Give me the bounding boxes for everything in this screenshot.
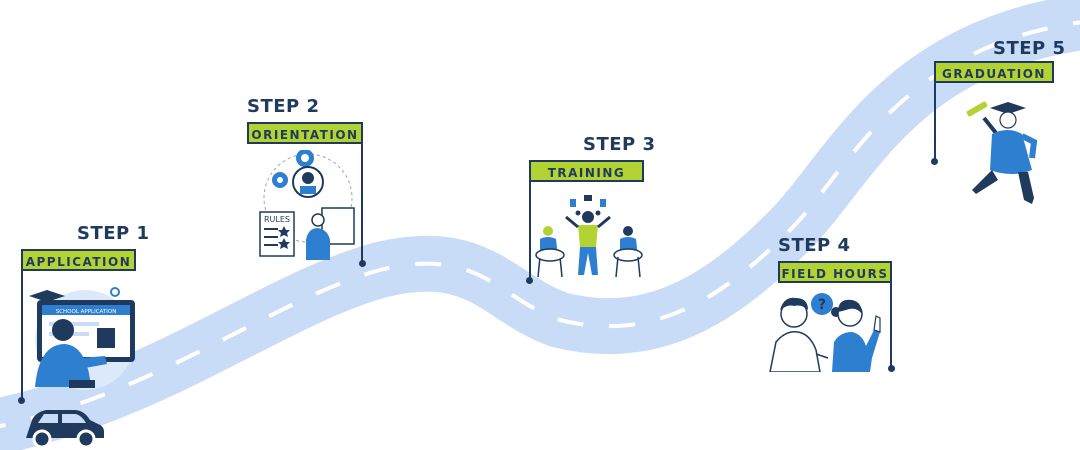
step-2-pole (361, 122, 363, 264)
step-5-pole (934, 61, 936, 161)
step-4-marker (888, 365, 895, 372)
conversation-icon: ? (769, 293, 881, 372)
step-4-pole (890, 261, 892, 368)
step-3-label: TRAINING (529, 160, 644, 182)
car-icon (26, 410, 104, 448)
question-mark: ? (818, 297, 826, 313)
step-3-title: STEP 3 (583, 134, 656, 155)
step-2-title: STEP 2 (247, 96, 320, 117)
step-3-marker (526, 277, 533, 284)
laptop-application-icon: SCHOOL APPLICATION (29, 287, 135, 390)
training-group-icon (535, 195, 643, 278)
step-4-title: STEP 4 (778, 235, 851, 256)
step-2-label: ORIENTATION (247, 122, 363, 144)
graduate-jumping-icon (966, 101, 1038, 204)
step-2-marker (359, 260, 366, 267)
road-lane-marking (0, 20, 1080, 429)
step-5-label: GRADUATION (934, 61, 1054, 83)
rules-gears-icon: RULES (259, 150, 355, 260)
step-4-label: FIELD HOURS (778, 261, 892, 283)
step-1-title: STEP 1 (77, 223, 150, 244)
step-1-marker (18, 397, 25, 404)
step-3-pole (529, 160, 531, 280)
rules-text: RULES (264, 215, 290, 224)
step-5-title: STEP 5 (993, 38, 1066, 59)
step-5-marker (931, 158, 938, 165)
step-1-pole (21, 250, 23, 400)
laptop-screen-text: SCHOOL APPLICATION (56, 309, 117, 315)
step-1-label: APPLICATION (21, 249, 136, 271)
